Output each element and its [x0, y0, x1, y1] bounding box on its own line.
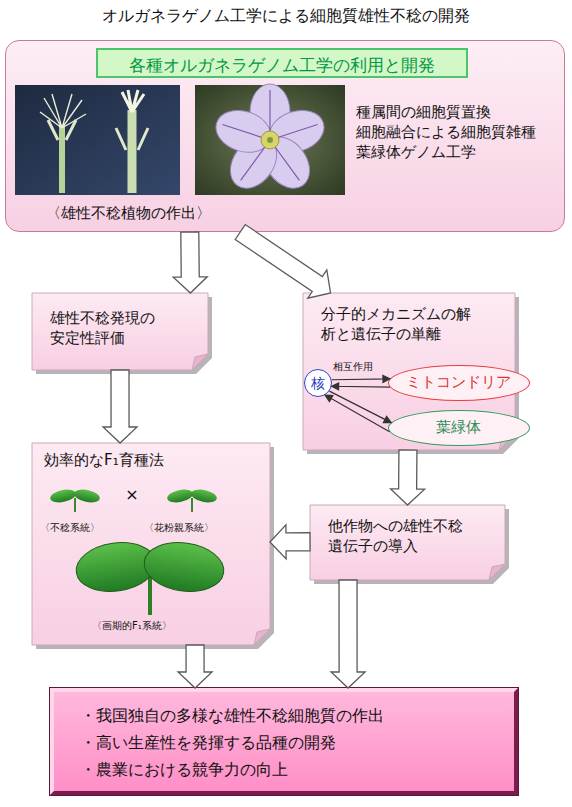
- note-fold: [254, 629, 270, 645]
- arrow-connector: [332, 375, 390, 382]
- diagram-title: オルガネラゲノム工学による細胞質雄性不稔の開発: [0, 6, 572, 27]
- block-arrow: [270, 525, 310, 559]
- node-text: 核: [305, 374, 330, 392]
- node-text: 〈花粉親系統〉: [144, 521, 244, 534]
- organelle-ellipse: ミトコンドリア: [388, 365, 530, 401]
- note-fold: [192, 354, 208, 370]
- header-box: 各種オルガネラゲノム工学の利用と開発: [96, 48, 468, 78]
- flower-sketch: [40, 90, 148, 193]
- node-text: 雄性不稔発現の安定性評価: [50, 309, 160, 348]
- flower-photo: [195, 84, 345, 197]
- nucleus-circle: 核: [304, 369, 332, 397]
- block-arrow: [391, 450, 425, 505]
- note-body: [310, 505, 505, 580]
- large-seedling: [73, 538, 227, 615]
- block-arrow: [178, 645, 212, 688]
- node-text: 各種オルガネラゲノム工学の利用と開発: [98, 54, 466, 76]
- block-arrow: [103, 370, 137, 443]
- note-shape: [32, 443, 270, 645]
- note-box: 雄性不稔発現の安定性評価: [32, 293, 208, 370]
- node-text: 〈画期的F₁系統〉: [92, 619, 212, 632]
- photo-background: [15, 85, 180, 195]
- node-text: 種属間の細胞質置換: [356, 103, 561, 123]
- flower-sketch: [211, 84, 330, 197]
- node-text: ・我国独自の多様な雄性不稔細胞質の作出: [80, 706, 500, 727]
- block-arrow: [235, 225, 330, 299]
- node-text: ミトコンドリア: [389, 373, 528, 393]
- node-text: ・高い生産性を発揮する品種の開発: [80, 733, 500, 754]
- note-body: [32, 443, 270, 645]
- organelle-ellipse: 葉緑体: [388, 410, 530, 446]
- node-text: 細胞融合による細胞質雑種: [356, 123, 561, 143]
- node-text: 葉緑体: [389, 418, 528, 438]
- node-text: ・農業における競争力の向上: [80, 760, 500, 781]
- flower-photo: [15, 85, 180, 195]
- arrow-connector: [332, 383, 390, 390]
- node-text: 〈雄性不稔植物の作出〉: [46, 204, 266, 224]
- photo-background: [195, 85, 345, 195]
- seedling: [166, 487, 218, 512]
- block-arrow: [173, 232, 207, 293]
- arrow-connector: [329, 391, 391, 422]
- node-text: 他作物への雄性不稔遺伝子の導入: [328, 517, 468, 556]
- note-fold: [489, 564, 505, 580]
- note-box: 効率的なF₁育種法〈不稔系統〉 × 〈花粉親系統〉〈画期的F₁系統〉: [32, 443, 270, 645]
- node-text: 〈不稔系統〉: [40, 521, 125, 534]
- edge-label: 相互作用: [333, 361, 373, 373]
- seedling: [49, 487, 101, 512]
- block-arrow: [331, 580, 365, 688]
- node-text: ×: [120, 485, 144, 506]
- node-text: 効率的なF₁育種法: [44, 451, 254, 471]
- node-text: 葉緑体ゲノム工学: [356, 143, 561, 163]
- group-box: 種属間の細胞質置換細胞融合による細胞質雑種葉緑体ゲノム工学〈雄性不稔植物の作出〉…: [5, 40, 565, 232]
- arrow-connector: [325, 395, 390, 432]
- note-body: [32, 293, 208, 370]
- note-box: 他作物への雄性不稔遺伝子の導入: [310, 505, 505, 580]
- note-box: 分子的メカニズムの解析と遺伝子の単離核ミトコンドリア葉緑体: [303, 293, 515, 450]
- node-text: 分子的メカニズムの解析と遺伝子の単離: [321, 305, 476, 344]
- result-box: ・我国独自の多様な雄性不稔細胞質の作出・高い生産性を発揮する品種の開発・農業にお…: [50, 688, 518, 795]
